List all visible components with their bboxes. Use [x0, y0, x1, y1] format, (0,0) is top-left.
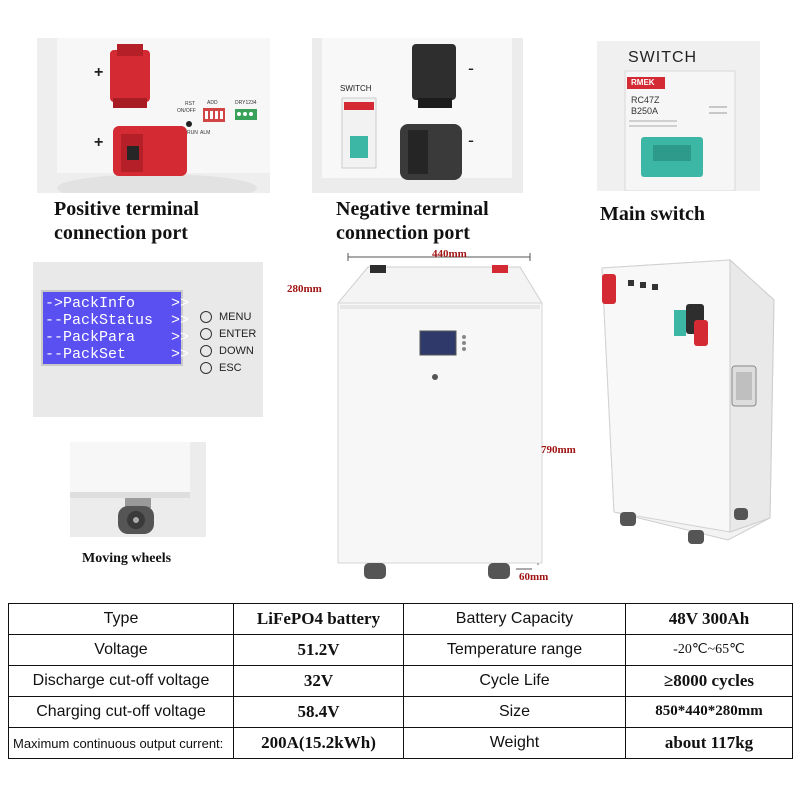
esc-button-icon	[200, 362, 212, 374]
spec-value: 32V	[233, 665, 404, 697]
minus-sign-bottom: -	[468, 130, 474, 150]
plus-sign-top: +	[94, 64, 104, 81]
spec-value: 48V 300Ah	[625, 603, 793, 635]
lcd-panel-photo: ->PackInfo >> --PackStatus >> --PackPara…	[33, 262, 263, 417]
panel-label-dry: DRY1234	[235, 100, 257, 106]
spec-value: 850*440*280mm	[625, 696, 793, 728]
spec-label: Weight	[403, 727, 626, 759]
breaker-rating: B250A	[631, 106, 659, 116]
dimension-height: 790mm	[541, 444, 576, 456]
panel-label-run: RUN	[187, 130, 198, 136]
breaker-model: RC47Z	[631, 95, 660, 105]
switch-label: SWITCH	[340, 84, 372, 93]
positive-terminal-illustration	[37, 38, 270, 193]
menu-button: MENU	[200, 311, 251, 323]
battery-side-view	[590, 250, 790, 555]
spec-value: ≥8000 cycles	[625, 665, 793, 697]
plus-sign-bottom: +	[94, 134, 104, 151]
enter-button-icon	[200, 328, 212, 340]
spec-label: Discharge cut-off voltage	[8, 665, 234, 697]
table-row: Type LiFePO4 battery Battery Capacity 48…	[8, 603, 793, 635]
spec-label: Charging cut-off voltage	[8, 696, 234, 728]
negative-caption-line2: connection port	[336, 222, 470, 244]
main-switch-caption: Main switch	[600, 203, 705, 225]
main-switch-photo: SWITCH RMEK RC47Z B250A	[597, 41, 760, 191]
dimension-width: 440mm	[432, 248, 467, 260]
table-row: Discharge cut-off voltage 32V Cycle Life…	[8, 665, 793, 697]
positive-caption-line1: Positive terminal	[54, 198, 199, 220]
panel-label-alm: ALM	[200, 130, 211, 136]
spec-label: Type	[8, 603, 234, 635]
dimension-wheel: 60mm	[519, 571, 549, 583]
battery-side-illustration	[601, 258, 775, 544]
spec-value: 200A(15.2kWh)	[233, 727, 404, 759]
main-switch-label: SWITCH	[628, 49, 698, 66]
spec-value: 51.2V	[233, 634, 404, 666]
battery-front-view	[280, 245, 600, 590]
wheels-photo	[70, 442, 206, 537]
negative-terminal-photo: SWITCH - -	[312, 38, 523, 193]
negative-terminal-illustration	[312, 38, 523, 193]
panel-label-add: ADD	[207, 100, 218, 106]
spec-value: LiFePO4 battery	[233, 603, 404, 635]
enter-button: ENTER	[200, 328, 256, 340]
wheels-caption: Moving wheels	[82, 551, 172, 566]
panel-label-rst: RST	[185, 101, 195, 107]
spec-value: about 117kg	[625, 727, 793, 759]
spec-label: Maximum continuous output current:	[8, 727, 234, 759]
negative-caption-line1: Negative terminal	[336, 198, 489, 220]
spec-value: -20℃~65℃	[625, 634, 793, 666]
spec-label: Voltage	[8, 634, 234, 666]
spec-label: Battery Capacity	[403, 603, 626, 635]
spec-value: 58.4V	[233, 696, 404, 728]
spec-table: Type LiFePO4 battery Battery Capacity 48…	[8, 603, 793, 759]
dimension-depth: 280mm	[287, 283, 322, 295]
main-switch-illustration	[597, 41, 760, 191]
lcd-line-packset: --PackSet >>	[45, 346, 190, 363]
lcd-line-packpara: --PackPara >>	[45, 329, 190, 346]
table-row: Maximum continuous output current: 200A(…	[8, 727, 793, 759]
spec-label: Temperature range	[403, 634, 626, 666]
down-button: DOWN	[200, 345, 254, 357]
positive-terminal-photo: + + RST ON/OFF ADD DRY1234 RUN ALM	[37, 38, 270, 193]
lcd-line-packstatus: --PackStatus >>	[45, 312, 190, 329]
table-row: Voltage 51.2V Temperature range -20℃~65℃	[8, 634, 793, 666]
esc-button-label: ESC	[219, 362, 242, 374]
panel-label-onoff: ON/OFF	[177, 108, 196, 114]
table-row: Charging cut-off voltage 58.4V Size 850*…	[8, 696, 793, 728]
lcd-screen: ->PackInfo >> --PackStatus >> --PackPara…	[41, 290, 190, 366]
lcd-line-packinfo: ->PackInfo >>	[45, 295, 190, 312]
breaker-brand: RMEK	[631, 78, 655, 87]
spec-label: Size	[403, 696, 626, 728]
enter-button-label: ENTER	[219, 328, 257, 340]
spec-label: Cycle Life	[403, 665, 626, 697]
positive-caption-line2: connection port	[54, 222, 188, 244]
menu-button-label: MENU	[219, 311, 252, 323]
minus-sign-top: -	[468, 58, 474, 78]
esc-button: ESC	[200, 362, 242, 374]
down-button-label: DOWN	[219, 345, 254, 357]
down-button-icon	[200, 345, 212, 357]
menu-button-icon	[200, 311, 212, 323]
wheels-illustration	[70, 442, 206, 537]
battery-front-illustration	[337, 253, 543, 579]
